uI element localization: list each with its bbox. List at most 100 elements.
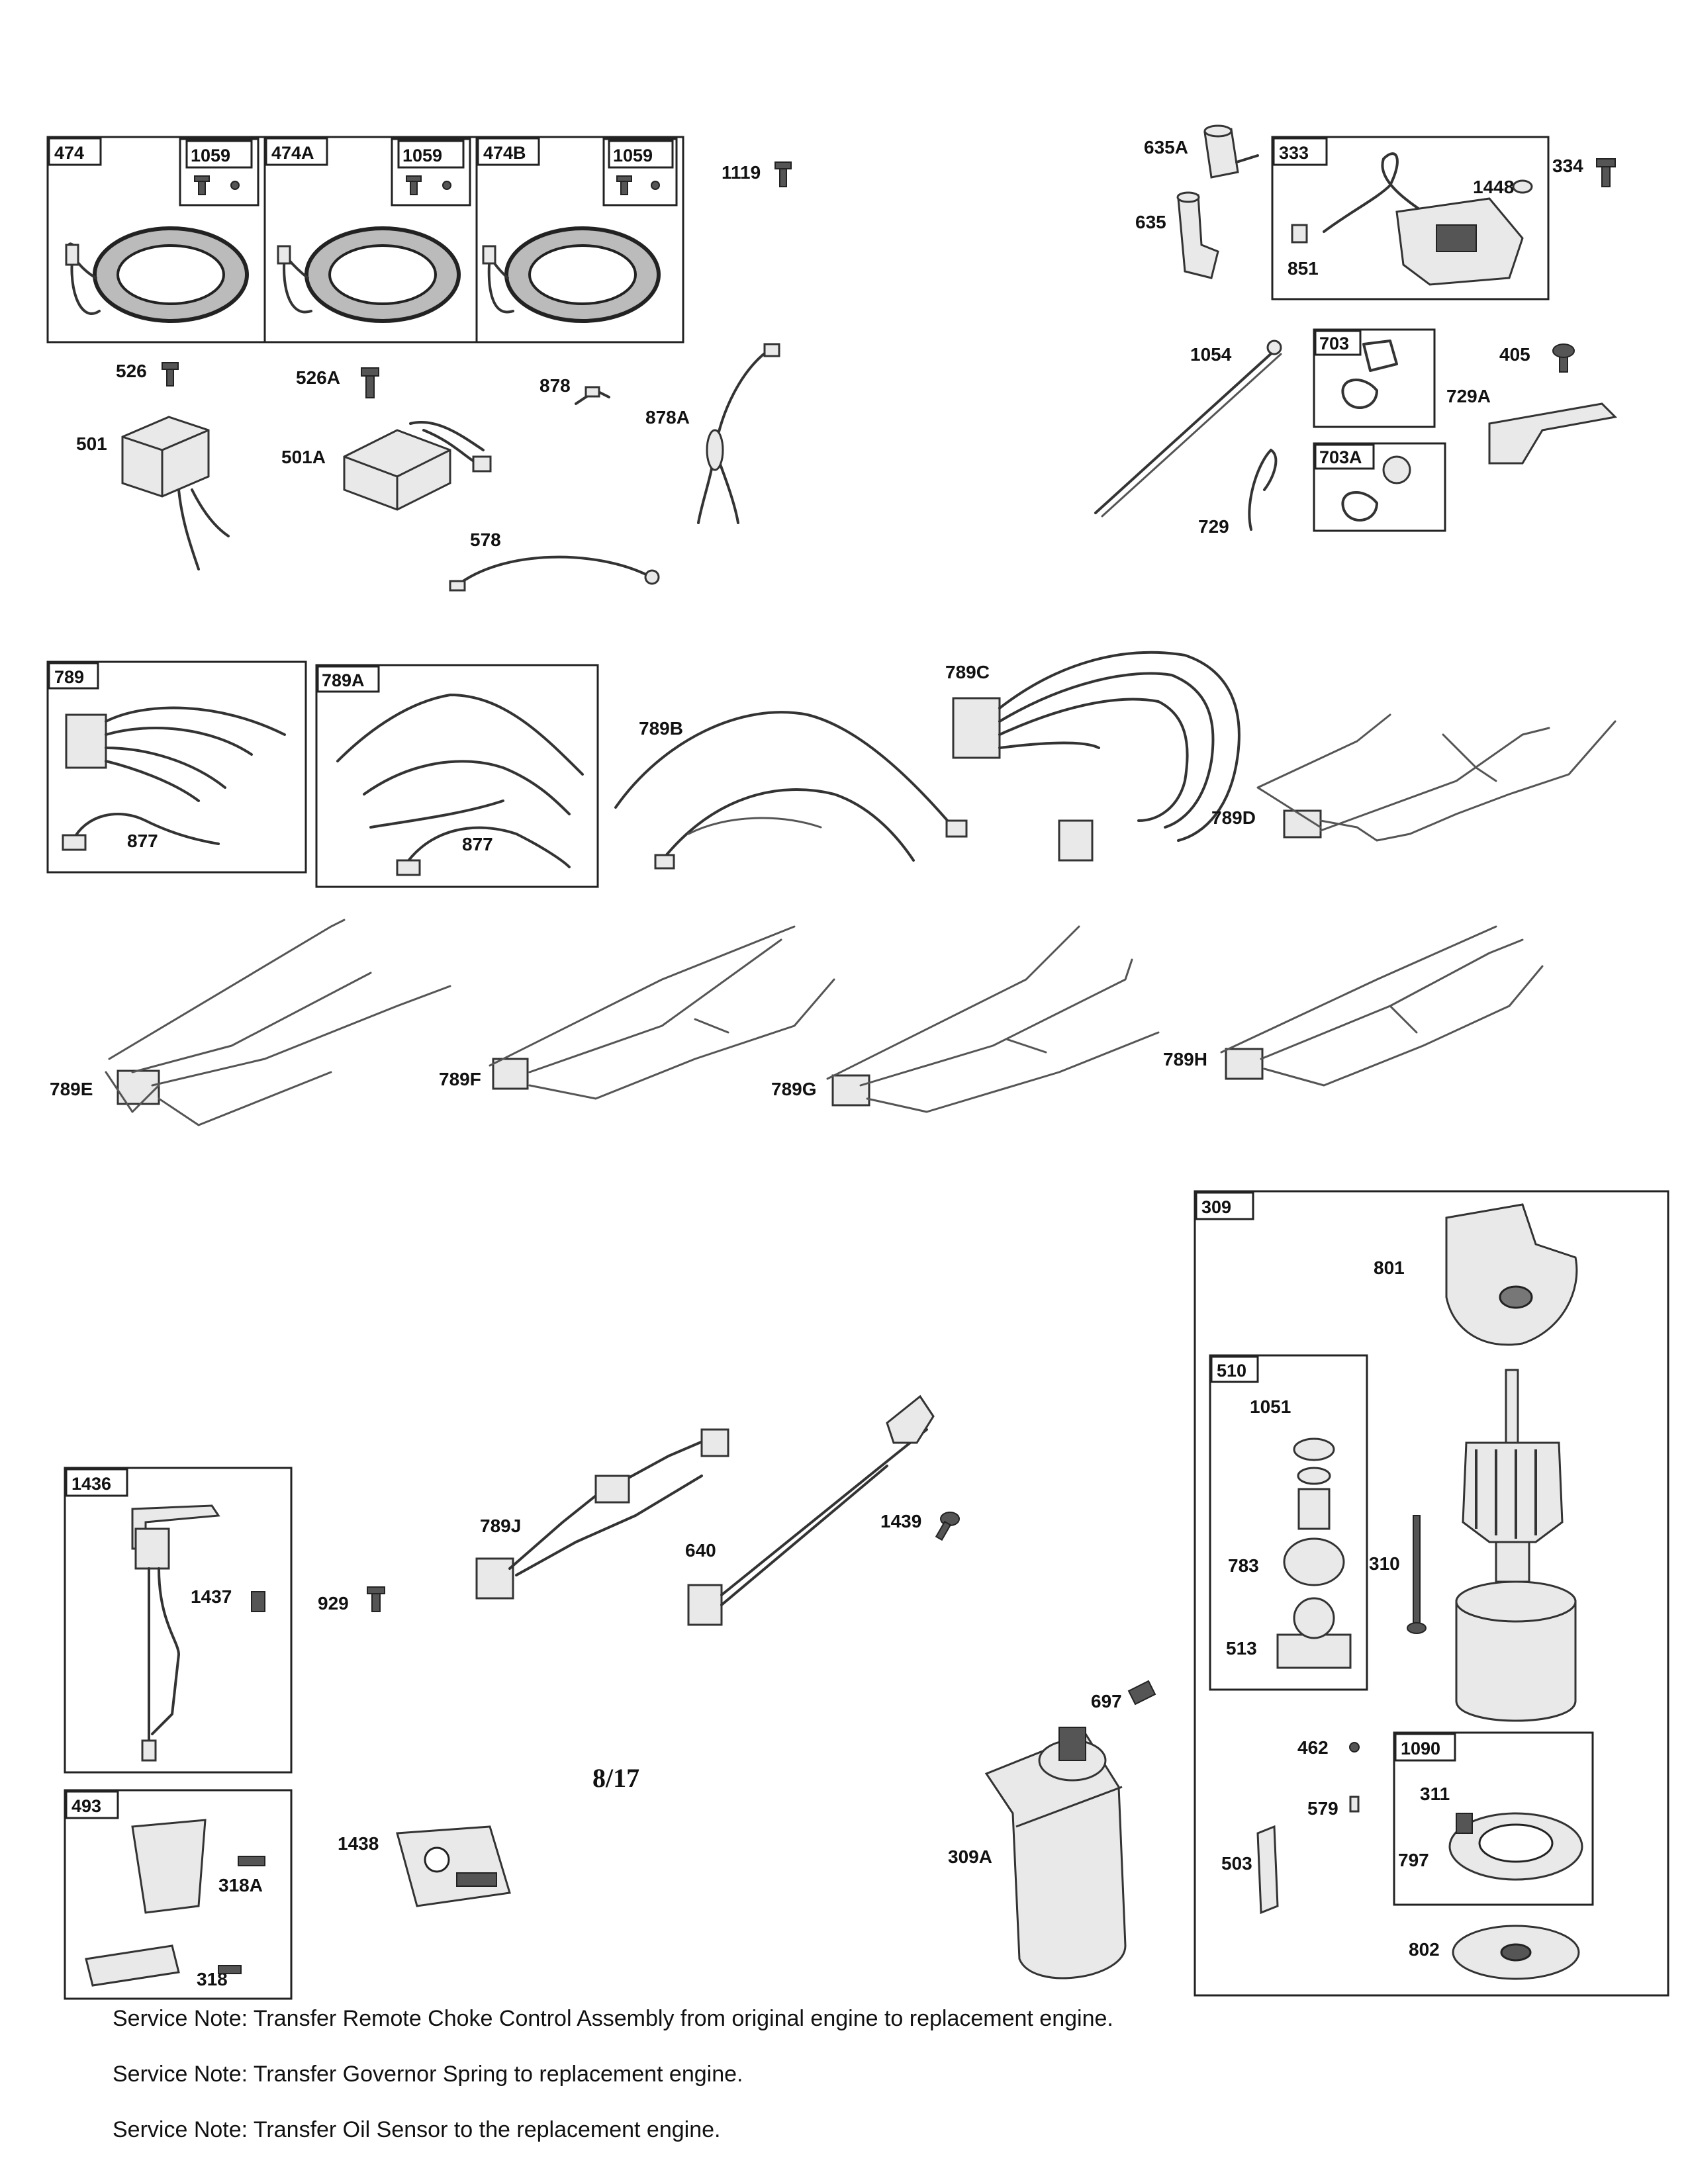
label-1439: 1439 bbox=[880, 1511, 921, 1531]
cable-tie-icon bbox=[1094, 340, 1282, 518]
label-311: 311 bbox=[1420, 1784, 1450, 1804]
label-501: 501 bbox=[76, 433, 107, 454]
label-503: 503 bbox=[1221, 1853, 1252, 1874]
clip-box-703: 703 bbox=[1313, 328, 1436, 428]
governor-box-493: 493 318A 318 bbox=[64, 1789, 293, 2000]
page-number: 8/17 bbox=[592, 1763, 639, 1793]
harness-789F-icon bbox=[489, 925, 835, 1100]
wire-lead-icon bbox=[697, 343, 780, 524]
label-474B: 474B bbox=[483, 143, 526, 163]
label-510: 510 bbox=[1217, 1361, 1246, 1381]
service-note: Service Note: Transfer Governor Spring t… bbox=[113, 2062, 743, 2087]
label-513: 513 bbox=[1226, 1638, 1257, 1659]
label-789G: 789G bbox=[771, 1079, 817, 1099]
label-802: 802 bbox=[1409, 1939, 1440, 1960]
service-note: Service Note: Transfer Remote Choke Cont… bbox=[113, 2006, 1113, 2031]
regulator-module-icon bbox=[343, 421, 492, 511]
label-1059-a: 1059 bbox=[191, 146, 230, 165]
label-578: 578 bbox=[470, 529, 501, 550]
screw-icon bbox=[361, 367, 379, 398]
label-1090: 1090 bbox=[1401, 1739, 1440, 1758]
starter-motor-icon bbox=[984, 1727, 1127, 1979]
label-635A: 635A bbox=[1144, 137, 1188, 158]
label-1059-b: 1059 bbox=[402, 146, 442, 165]
end-cap-icon bbox=[1445, 1203, 1578, 1346]
label-703: 703 bbox=[1319, 334, 1349, 353]
label-493: 493 bbox=[71, 1796, 101, 1816]
terminal-icon bbox=[575, 386, 610, 405]
label-526: 526 bbox=[116, 361, 147, 381]
label-1051: 1051 bbox=[1250, 1396, 1291, 1417]
label-789B: 789B bbox=[639, 718, 683, 739]
harness-box-789: 789 877 bbox=[46, 660, 307, 874]
label-333: 333 bbox=[1279, 143, 1309, 163]
label-789: 789 bbox=[54, 667, 84, 687]
label-729: 729 bbox=[1198, 516, 1229, 537]
screw-icon bbox=[194, 175, 660, 195]
motor-housing-icon bbox=[1455, 1580, 1577, 1722]
stator-group: 474 474A 474B 1059 1059 1059 bbox=[46, 136, 684, 343]
label-1438: 1438 bbox=[338, 1833, 379, 1854]
control-module-icon bbox=[396, 1825, 511, 1907]
label-877-a: 877 bbox=[127, 831, 158, 851]
label-851: 851 bbox=[1288, 258, 1319, 279]
harness-789B-icon bbox=[614, 711, 968, 870]
label-318A: 318A bbox=[218, 1875, 263, 1895]
through-bolt-icon bbox=[1407, 1515, 1427, 1634]
armature-icon bbox=[1323, 152, 1524, 286]
label-783: 783 bbox=[1228, 1555, 1259, 1576]
screw-icon bbox=[367, 1586, 385, 1612]
label-405: 405 bbox=[1499, 344, 1530, 365]
label-801: 801 bbox=[1374, 1257, 1405, 1278]
ignition-armature-box: 333 1448 851 bbox=[1271, 136, 1550, 300]
label-526A: 526A bbox=[296, 367, 340, 388]
drive-box-510: 510 1051 783 513 bbox=[1209, 1354, 1368, 1691]
screw-icon bbox=[935, 1512, 960, 1541]
screw-icon bbox=[774, 161, 792, 187]
screw-icon bbox=[1127, 1680, 1156, 1706]
harness-789D-icon bbox=[1256, 713, 1617, 842]
label-635: 635 bbox=[1135, 212, 1166, 232]
label-501A: 501A bbox=[281, 447, 326, 467]
label-474A: 474A bbox=[271, 143, 314, 163]
rectifier-module-icon bbox=[121, 416, 230, 570]
spark-plug-boot-icon bbox=[1176, 191, 1219, 279]
label-1448: 1448 bbox=[1473, 177, 1514, 197]
label-310: 310 bbox=[1369, 1553, 1400, 1574]
label-797: 797 bbox=[1398, 1850, 1429, 1870]
screw-icon bbox=[1552, 343, 1575, 373]
label-579: 579 bbox=[1307, 1798, 1338, 1819]
label-1059-c: 1059 bbox=[613, 146, 653, 165]
label-789E: 789E bbox=[50, 1079, 93, 1099]
label-309A: 309A bbox=[948, 1846, 992, 1867]
label-1054: 1054 bbox=[1190, 344, 1232, 365]
label-474: 474 bbox=[54, 143, 84, 163]
label-729A: 729A bbox=[1446, 386, 1491, 406]
label-309: 309 bbox=[1201, 1197, 1231, 1217]
label-1119: 1119 bbox=[722, 162, 761, 183]
harness-789G-icon bbox=[826, 925, 1160, 1113]
clip-box-703A: 703A bbox=[1313, 442, 1446, 532]
label-1436: 1436 bbox=[71, 1474, 111, 1494]
harness-789H-icon bbox=[1220, 925, 1544, 1087]
label-878: 878 bbox=[539, 375, 571, 396]
end-plate-icon bbox=[1452, 1925, 1580, 1980]
label-789F: 789F bbox=[439, 1069, 481, 1089]
service-note: Service Note: Transfer Oil Sensor to the… bbox=[113, 2117, 721, 2142]
label-789J: 789J bbox=[480, 1516, 521, 1536]
label-929: 929 bbox=[318, 1593, 349, 1614]
spark-plug-boot-icon bbox=[1203, 124, 1259, 179]
label-462: 462 bbox=[1297, 1737, 1329, 1758]
label-703A: 703A bbox=[1319, 447, 1362, 467]
harness-box-789A: 789A 877 bbox=[315, 664, 599, 888]
armature-icon bbox=[1462, 1369, 1564, 1583]
label-877-b: 877 bbox=[462, 834, 493, 854]
oil-sensor-box-1436: 1436 1437 bbox=[64, 1467, 293, 1774]
screw-icon bbox=[162, 362, 179, 387]
label-878A: 878A bbox=[645, 407, 690, 428]
label-1437: 1437 bbox=[191, 1586, 232, 1607]
harness-640-icon bbox=[687, 1394, 935, 1626]
brush-box-1090: 1090 311 797 bbox=[1393, 1731, 1594, 1906]
ground-wire-icon bbox=[449, 555, 660, 592]
